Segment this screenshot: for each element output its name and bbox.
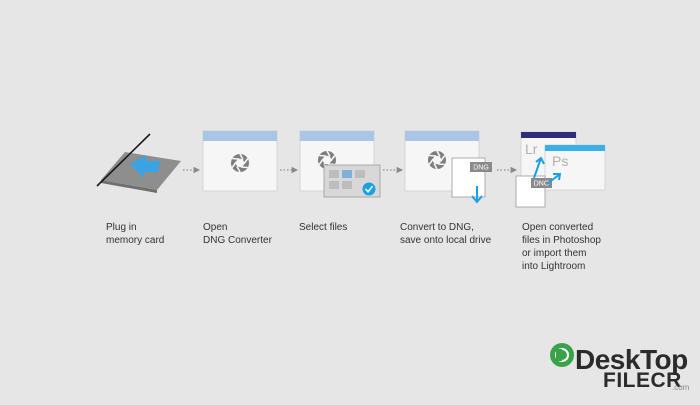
up-arrow-icon	[533, 157, 542, 179]
convert-window: DNG	[404, 130, 492, 204]
memory-card-icon	[96, 133, 181, 193]
dng-badge-label: DNG	[534, 181, 550, 188]
lightroom-label: Lr	[525, 141, 538, 157]
photoshop-label: Ps	[552, 153, 568, 169]
aperture-icon	[427, 150, 447, 170]
watermark-brand-a: DeskTop	[575, 344, 688, 375]
watermark-suffix: .com	[672, 383, 690, 392]
select-files-window	[299, 130, 381, 198]
aperture-icon	[230, 153, 250, 173]
step-label-open-converted: Open converted files in Photoshop or imp…	[522, 222, 601, 272]
watermark-logo-icon	[550, 343, 574, 367]
step-label-convert: Convert to DNG, save onto local drive	[400, 222, 492, 246]
checkmark-icon	[362, 182, 376, 196]
photoshop-lightroom-windows: Lr Ps DNG	[515, 131, 606, 208]
dng-badge-label: DNG	[473, 165, 489, 172]
step-label-open-converter: Open DNG Converter	[203, 222, 272, 246]
step-label-select-files: Select files	[299, 222, 348, 233]
dng-converter-window	[202, 130, 278, 192]
watermark-brand-b: FILECR	[603, 369, 682, 392]
step-label-plug-in: Plug in memory card	[106, 222, 165, 246]
